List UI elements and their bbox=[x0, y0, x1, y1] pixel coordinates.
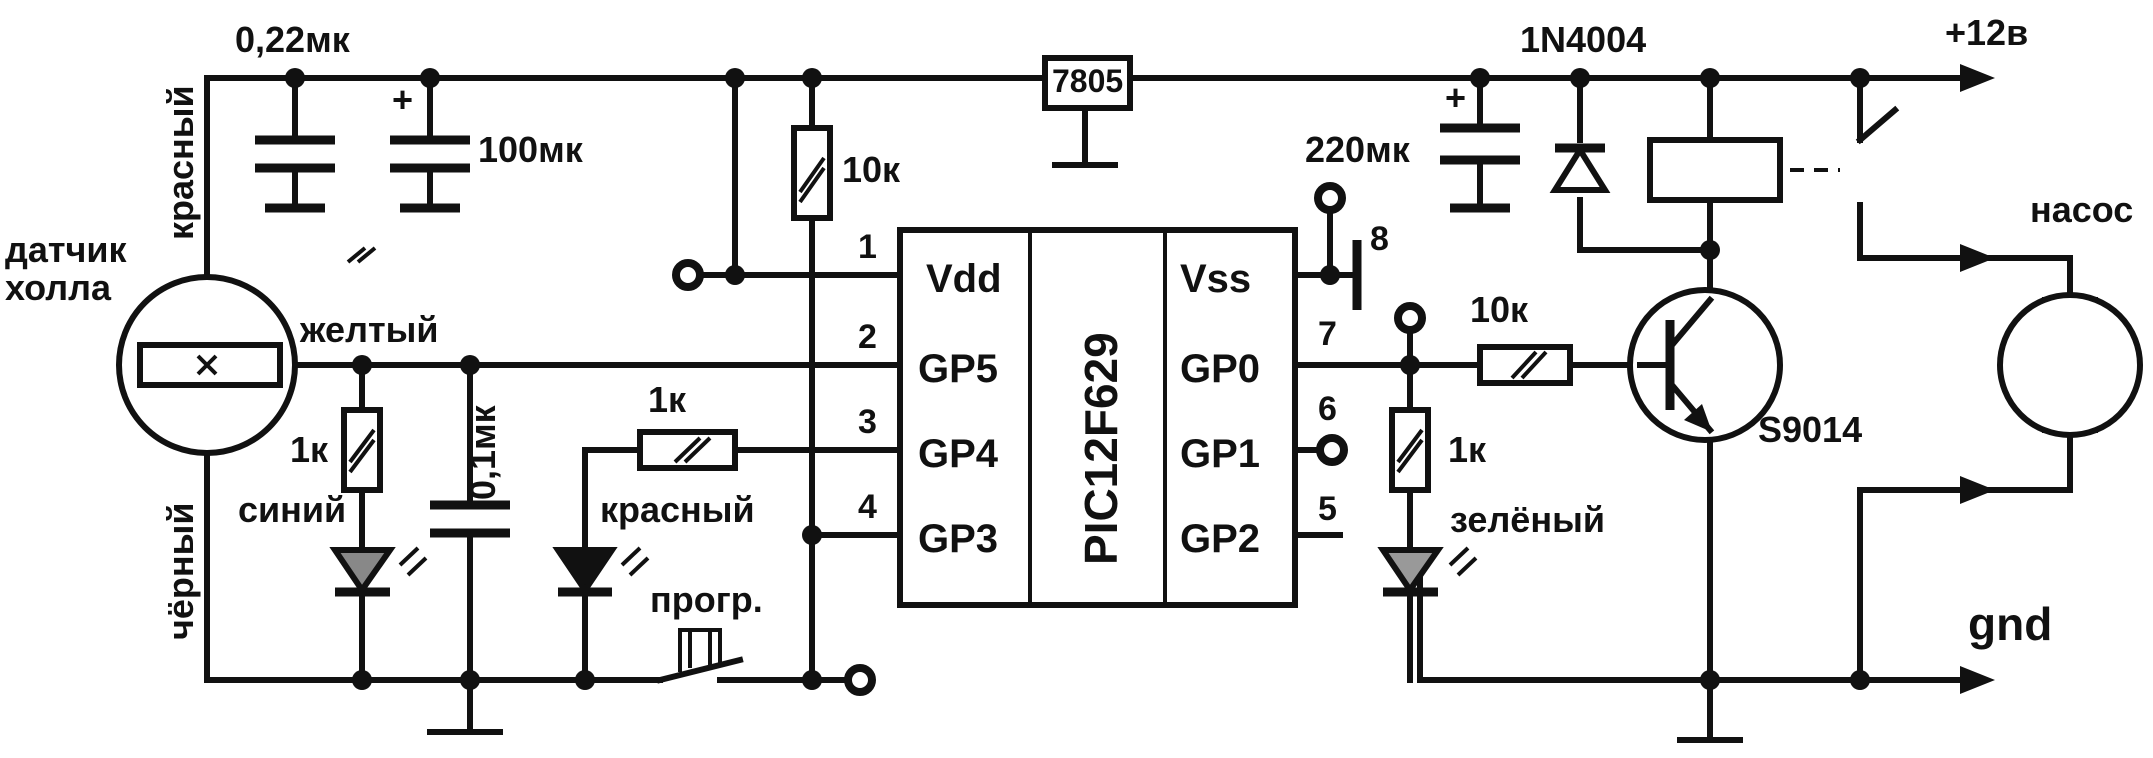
led-blue bbox=[329, 547, 396, 596]
label-r-1k-green: 1к bbox=[1448, 429, 1487, 470]
pin-number-4: 4 bbox=[858, 488, 877, 526]
pin-label-gp2: GP2 bbox=[1180, 517, 1260, 561]
arrow-gnd bbox=[1960, 666, 1995, 694]
pin-number-7: 7 bbox=[1318, 315, 1337, 353]
label-cap-01: 0,1мк bbox=[462, 404, 503, 500]
pin-number-3: 3 bbox=[858, 403, 877, 441]
resistor-1k-green bbox=[1389, 407, 1431, 493]
svg-text:+: + bbox=[392, 79, 413, 120]
pin-number-5: 5 bbox=[1318, 490, 1337, 528]
capacitor-220 bbox=[1440, 123, 1520, 165]
label-cap-220: 220мк bbox=[1305, 129, 1411, 170]
label-transistor: S9014 bbox=[1758, 409, 1862, 450]
capacitor-01 bbox=[430, 500, 510, 538]
pin-label-gp3: GP3 bbox=[918, 517, 998, 561]
label-r-10k-pullup: 10к bbox=[842, 149, 901, 190]
pin-label-vss: Vss bbox=[1180, 257, 1251, 301]
led-green bbox=[1377, 547, 1444, 596]
labels: 0,22мк 100мк 7805 10к датчик холла желты… bbox=[5, 12, 2133, 650]
arrow-12v bbox=[1960, 64, 1995, 92]
junctions bbox=[285, 68, 1870, 690]
chip-name: PIC12F629 bbox=[1075, 332, 1127, 565]
label-r-1k-red: 1к bbox=[648, 379, 687, 420]
label-hall-line2: холла bbox=[5, 267, 112, 308]
label-wire-red: красный bbox=[160, 85, 201, 240]
wires bbox=[204, 75, 2073, 743]
pin-number-6: 6 bbox=[1318, 390, 1337, 428]
pin-number-1: 1 bbox=[858, 228, 877, 266]
label-12v: +12в bbox=[1945, 12, 2028, 53]
label-yellow: желтый bbox=[299, 309, 438, 350]
label-diode: 1N4004 bbox=[1520, 19, 1646, 60]
label-cap-100: 100мк bbox=[478, 129, 584, 170]
pin-label-gp5: GP5 bbox=[918, 347, 998, 391]
label-wire-black: чёрный bbox=[160, 502, 201, 640]
label-gnd: gnd bbox=[1968, 598, 2052, 650]
label-regulator: 7805 bbox=[1052, 63, 1123, 99]
components: + bbox=[116, 55, 2143, 694]
program-button bbox=[678, 628, 722, 672]
pin-label-gp0: GP0 bbox=[1180, 347, 1260, 391]
led-red bbox=[552, 547, 618, 596]
capacitor-100 bbox=[390, 135, 470, 173]
label-hall-line1: датчик bbox=[5, 229, 128, 270]
label-pump: насос bbox=[2030, 189, 2133, 230]
diode-1n4004 bbox=[1549, 144, 1611, 193]
pin-label-gp1: GP1 bbox=[1180, 432, 1260, 476]
label-prog: прогр. bbox=[650, 579, 763, 620]
pin-label-vdd: Vdd bbox=[926, 257, 1002, 301]
pin-number-8: 8 bbox=[1370, 220, 1389, 258]
regulator-7805 bbox=[1042, 55, 1133, 111]
label-red-led: красный bbox=[600, 489, 755, 530]
resistor-10k-pullup bbox=[791, 125, 833, 221]
svg-text:+: + bbox=[1445, 77, 1466, 118]
terminals bbox=[672, 182, 1426, 696]
label-cap-022: 0,22мк bbox=[235, 19, 351, 60]
label-green: зелёный bbox=[1450, 499, 1605, 540]
pic12f629-chip bbox=[897, 227, 1298, 608]
pin-number-2: 2 bbox=[858, 318, 877, 356]
relay-coil bbox=[1647, 137, 1783, 203]
label-blue: синий bbox=[238, 489, 346, 530]
pin-label-gp4: GP4 bbox=[918, 432, 999, 476]
capacitor-022 bbox=[255, 135, 335, 173]
resistor-1k-blue bbox=[341, 407, 383, 493]
label-r-10k-base: 10к bbox=[1470, 289, 1529, 330]
label-r-1k-blue: 1к bbox=[290, 429, 329, 470]
